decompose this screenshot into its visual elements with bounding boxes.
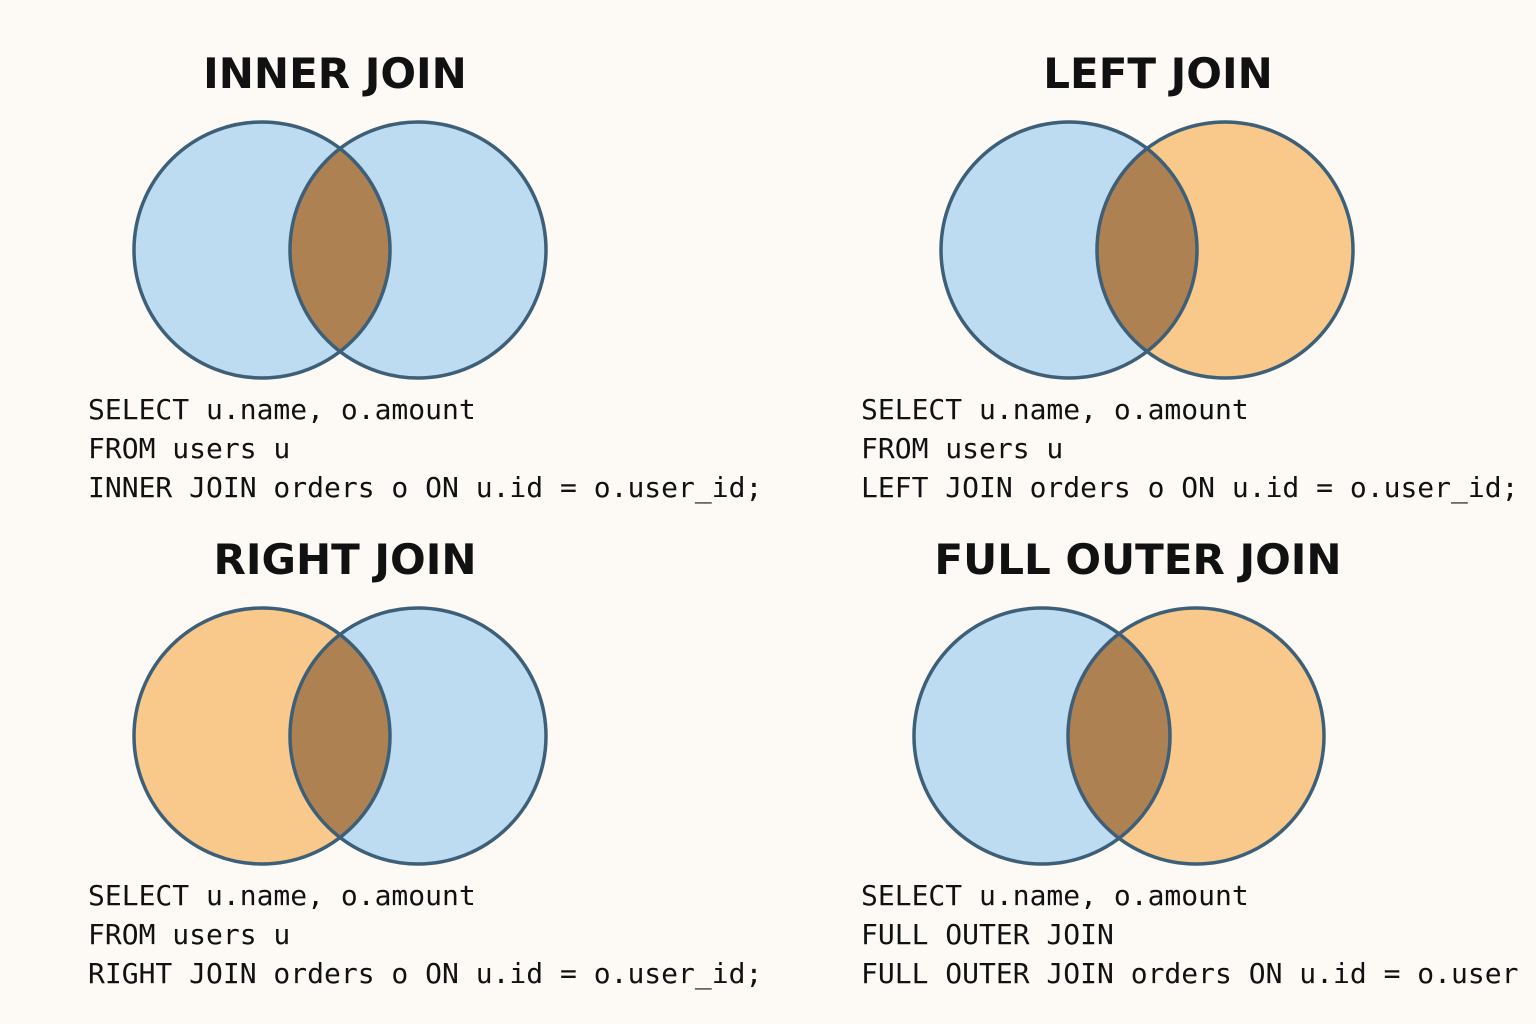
- intersection-region: [1097, 122, 1197, 378]
- sql-line: SELECT u.name, o.amount: [861, 879, 1249, 912]
- sql-line: RIGHT JOIN orders o ON u.id = o.user_id;: [88, 957, 763, 990]
- sql-line: FULL OUTER JOIN: [861, 918, 1114, 951]
- users-circle-outline: [912, 606, 1172, 866]
- inner-join-title: INNER JOIN: [203, 49, 467, 98]
- sql-line: LEFT JOIN orders o ON u.id = o.user_id;: [861, 471, 1519, 504]
- left-join-title: LEFT JOIN: [1043, 49, 1273, 98]
- sql-line: SELECT u.name, o.amount: [88, 879, 476, 912]
- orders-circle-outline: [288, 606, 548, 866]
- intersection-region: [290, 608, 390, 864]
- sql-line: FROM users u: [88, 432, 291, 465]
- users-circle-outline: [132, 606, 392, 866]
- sql-line: SELECT u.name, o.amount: [88, 393, 476, 426]
- users-circle-outline: [132, 120, 392, 380]
- full-outer-join-venn-diagram: [912, 606, 1326, 866]
- users-circle-outline: [939, 120, 1199, 380]
- right-join-venn-diagram: [132, 606, 548, 866]
- right-join-title: RIGHT JOIN: [213, 535, 477, 584]
- orders-circle-outline: [1066, 606, 1326, 866]
- sql-line: FROM users u: [88, 918, 291, 951]
- sql-line: FULL OUTER JOIN orders ON u.id = o.user: [861, 957, 1519, 990]
- orders-circle-outline: [1095, 120, 1355, 380]
- sql-line: FROM users u: [861, 432, 1064, 465]
- inner-join-venn-diagram: [132, 120, 548, 380]
- intersection-region: [1068, 608, 1170, 864]
- intersection-region: [290, 122, 390, 378]
- orders-circle-outline: [288, 120, 548, 380]
- sql-line: SELECT u.name, o.amount: [861, 393, 1249, 426]
- sql-line: INNER JOIN orders o ON u.id = o.user_id;: [88, 471, 763, 504]
- left-join-venn-diagram: [939, 120, 1355, 380]
- full-outer-join-title: FULL OUTER JOIN: [934, 535, 1342, 584]
